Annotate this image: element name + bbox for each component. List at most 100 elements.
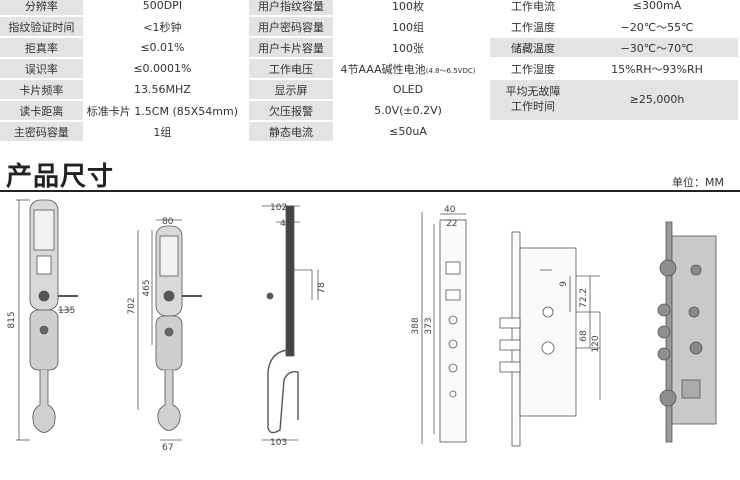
front-view-drawing — [16, 199, 78, 441]
spec-value: ≤0.01% — [82, 38, 242, 57]
dim-body-c: 68 — [579, 330, 589, 342]
spec-row: 工作温度−20℃～55℃ — [490, 17, 738, 36]
spec-row: 储藏温度−30℃～70℃ — [490, 38, 738, 57]
spec-value: 15%RH～93%RH — [576, 59, 738, 78]
dim-body-d: 120 — [591, 335, 601, 352]
dim-body-b: 72.2 — [579, 288, 589, 308]
spec-value: ≤50uA — [333, 122, 483, 141]
spec-label: 用户卡片容量 — [249, 38, 333, 57]
spec-label: 读卡距离 — [0, 101, 83, 120]
spec-value: 13.56MHZ — [82, 80, 242, 99]
spec-label: 拒真率 — [0, 38, 83, 57]
spec-row: 工作电流≤300mA — [490, 0, 738, 15]
spec-row: 误识率≤0.0001% — [0, 59, 242, 78]
spec-row: 静态电流≤50uA — [249, 122, 483, 141]
section-title: 产品尺寸 — [6, 162, 115, 192]
dim-lock-total: 388 — [411, 317, 421, 334]
spec-value: 标准卡片 1.5CM (85X54mm) — [82, 101, 242, 120]
spec-value: −20℃～55℃ — [576, 17, 738, 36]
side-handle — [267, 349, 299, 434]
dim-back-base: 67 — [162, 443, 173, 453]
spec-value: 100张 — [333, 38, 483, 57]
spec-label: 用户指纹容量 — [249, 0, 333, 15]
spec-value: 5.0V(±0.2V) — [333, 101, 483, 120]
mortise-faceplate — [439, 219, 467, 443]
spec-value: −30℃～70℃ — [576, 38, 738, 57]
dim-back-inner: 465 — [142, 279, 152, 296]
spec-label: 欠压报警 — [249, 101, 333, 120]
mortise-body — [519, 247, 577, 417]
dim-front-height: 815 — [7, 311, 17, 328]
section-divider — [0, 190, 740, 192]
spec-value: <1秒钟 — [82, 17, 242, 36]
dim-side-step: 78 — [317, 282, 327, 294]
dim-front-spindle: 135 — [58, 306, 75, 316]
dim-lock-width: 40 — [444, 205, 456, 215]
spec-value: ≥25,000h — [576, 80, 738, 120]
spec-value: OLED — [333, 80, 483, 99]
dim-side-depth: 102 — [270, 203, 287, 213]
spec-label: 工作温度 — [490, 17, 576, 36]
spec-label: 指纹验证时间 — [0, 17, 83, 36]
dim-back-width: 80 — [162, 217, 174, 227]
back-view-drawing — [137, 219, 202, 441]
unit-label: 单位：MM — [672, 176, 724, 189]
spec-label: 工作湿度 — [490, 59, 576, 78]
spec-label: 用户密码容量 — [249, 17, 333, 36]
dim-lock-body: 373 — [424, 317, 434, 334]
spec-label: 工作电压 — [249, 59, 333, 78]
spec-value: ≤0.0001% — [82, 59, 242, 78]
spec-value-note: (4.8～6.5VDC) — [425, 66, 476, 75]
fingerprint-sensor — [38, 290, 50, 302]
spec-value: 4节AAA碱性电池(4.8～6.5VDC) — [333, 59, 483, 78]
back-panel-lower — [155, 315, 183, 371]
spec-table-3: 工作电流≤300mA 工作温度−20℃～55℃ 储藏温度−30℃～70℃ 工作湿… — [490, 0, 738, 122]
spec-row: 平均无故障 工作时间≥25,000h — [490, 80, 738, 120]
spec-label: 储藏温度 — [490, 38, 576, 57]
mortise-plate-drawing — [421, 212, 467, 444]
dimension-drawings: 815 135 702 465 80 67 102 45 78 103 40 2… — [7, 199, 717, 453]
side-view-drawing — [262, 205, 319, 441]
dim-side-handle: 103 — [270, 438, 287, 448]
spec-value: 100组 — [333, 17, 483, 36]
spec-row: 拒真率≤0.01% — [0, 38, 242, 57]
spec-label: 误识率 — [0, 59, 83, 78]
side-plate — [285, 205, 295, 357]
front-panel-lower — [29, 309, 59, 371]
spec-label: 主密码容量 — [0, 122, 83, 141]
dim-back-height: 702 — [127, 297, 137, 314]
spec-row: 读卡距离标准卡片 1.5CM (85X54mm) — [0, 101, 242, 120]
front-handle — [32, 370, 56, 433]
mortise-body-drawing — [499, 231, 601, 447]
dim-body-a: 9 — [559, 281, 569, 287]
spec-value: ≤300mA — [576, 0, 738, 15]
spec-label: 卡片频率 — [0, 80, 83, 99]
keypad — [36, 255, 52, 275]
dim-lock-inner: 22 — [446, 219, 457, 229]
spec-label: 静态电流 — [249, 122, 333, 141]
spec-label: 平均无故障 工作时间 — [490, 80, 576, 120]
back-handle — [157, 370, 181, 431]
spec-value: 1组 — [82, 122, 242, 141]
spec-value-main: 4节AAA碱性电池 — [340, 62, 426, 76]
spec-label: 显示屏 — [249, 80, 333, 99]
spec-value: 100枚 — [333, 0, 483, 15]
spec-label: 工作电流 — [490, 0, 576, 15]
spec-row: 指纹验证时间<1秒钟 — [0, 17, 242, 36]
dim-side-plate: 45 — [280, 219, 291, 229]
spec-value: 500DPI — [82, 0, 242, 15]
mortise-photo — [657, 221, 717, 443]
spec-label: 分辨率 — [0, 0, 83, 15]
